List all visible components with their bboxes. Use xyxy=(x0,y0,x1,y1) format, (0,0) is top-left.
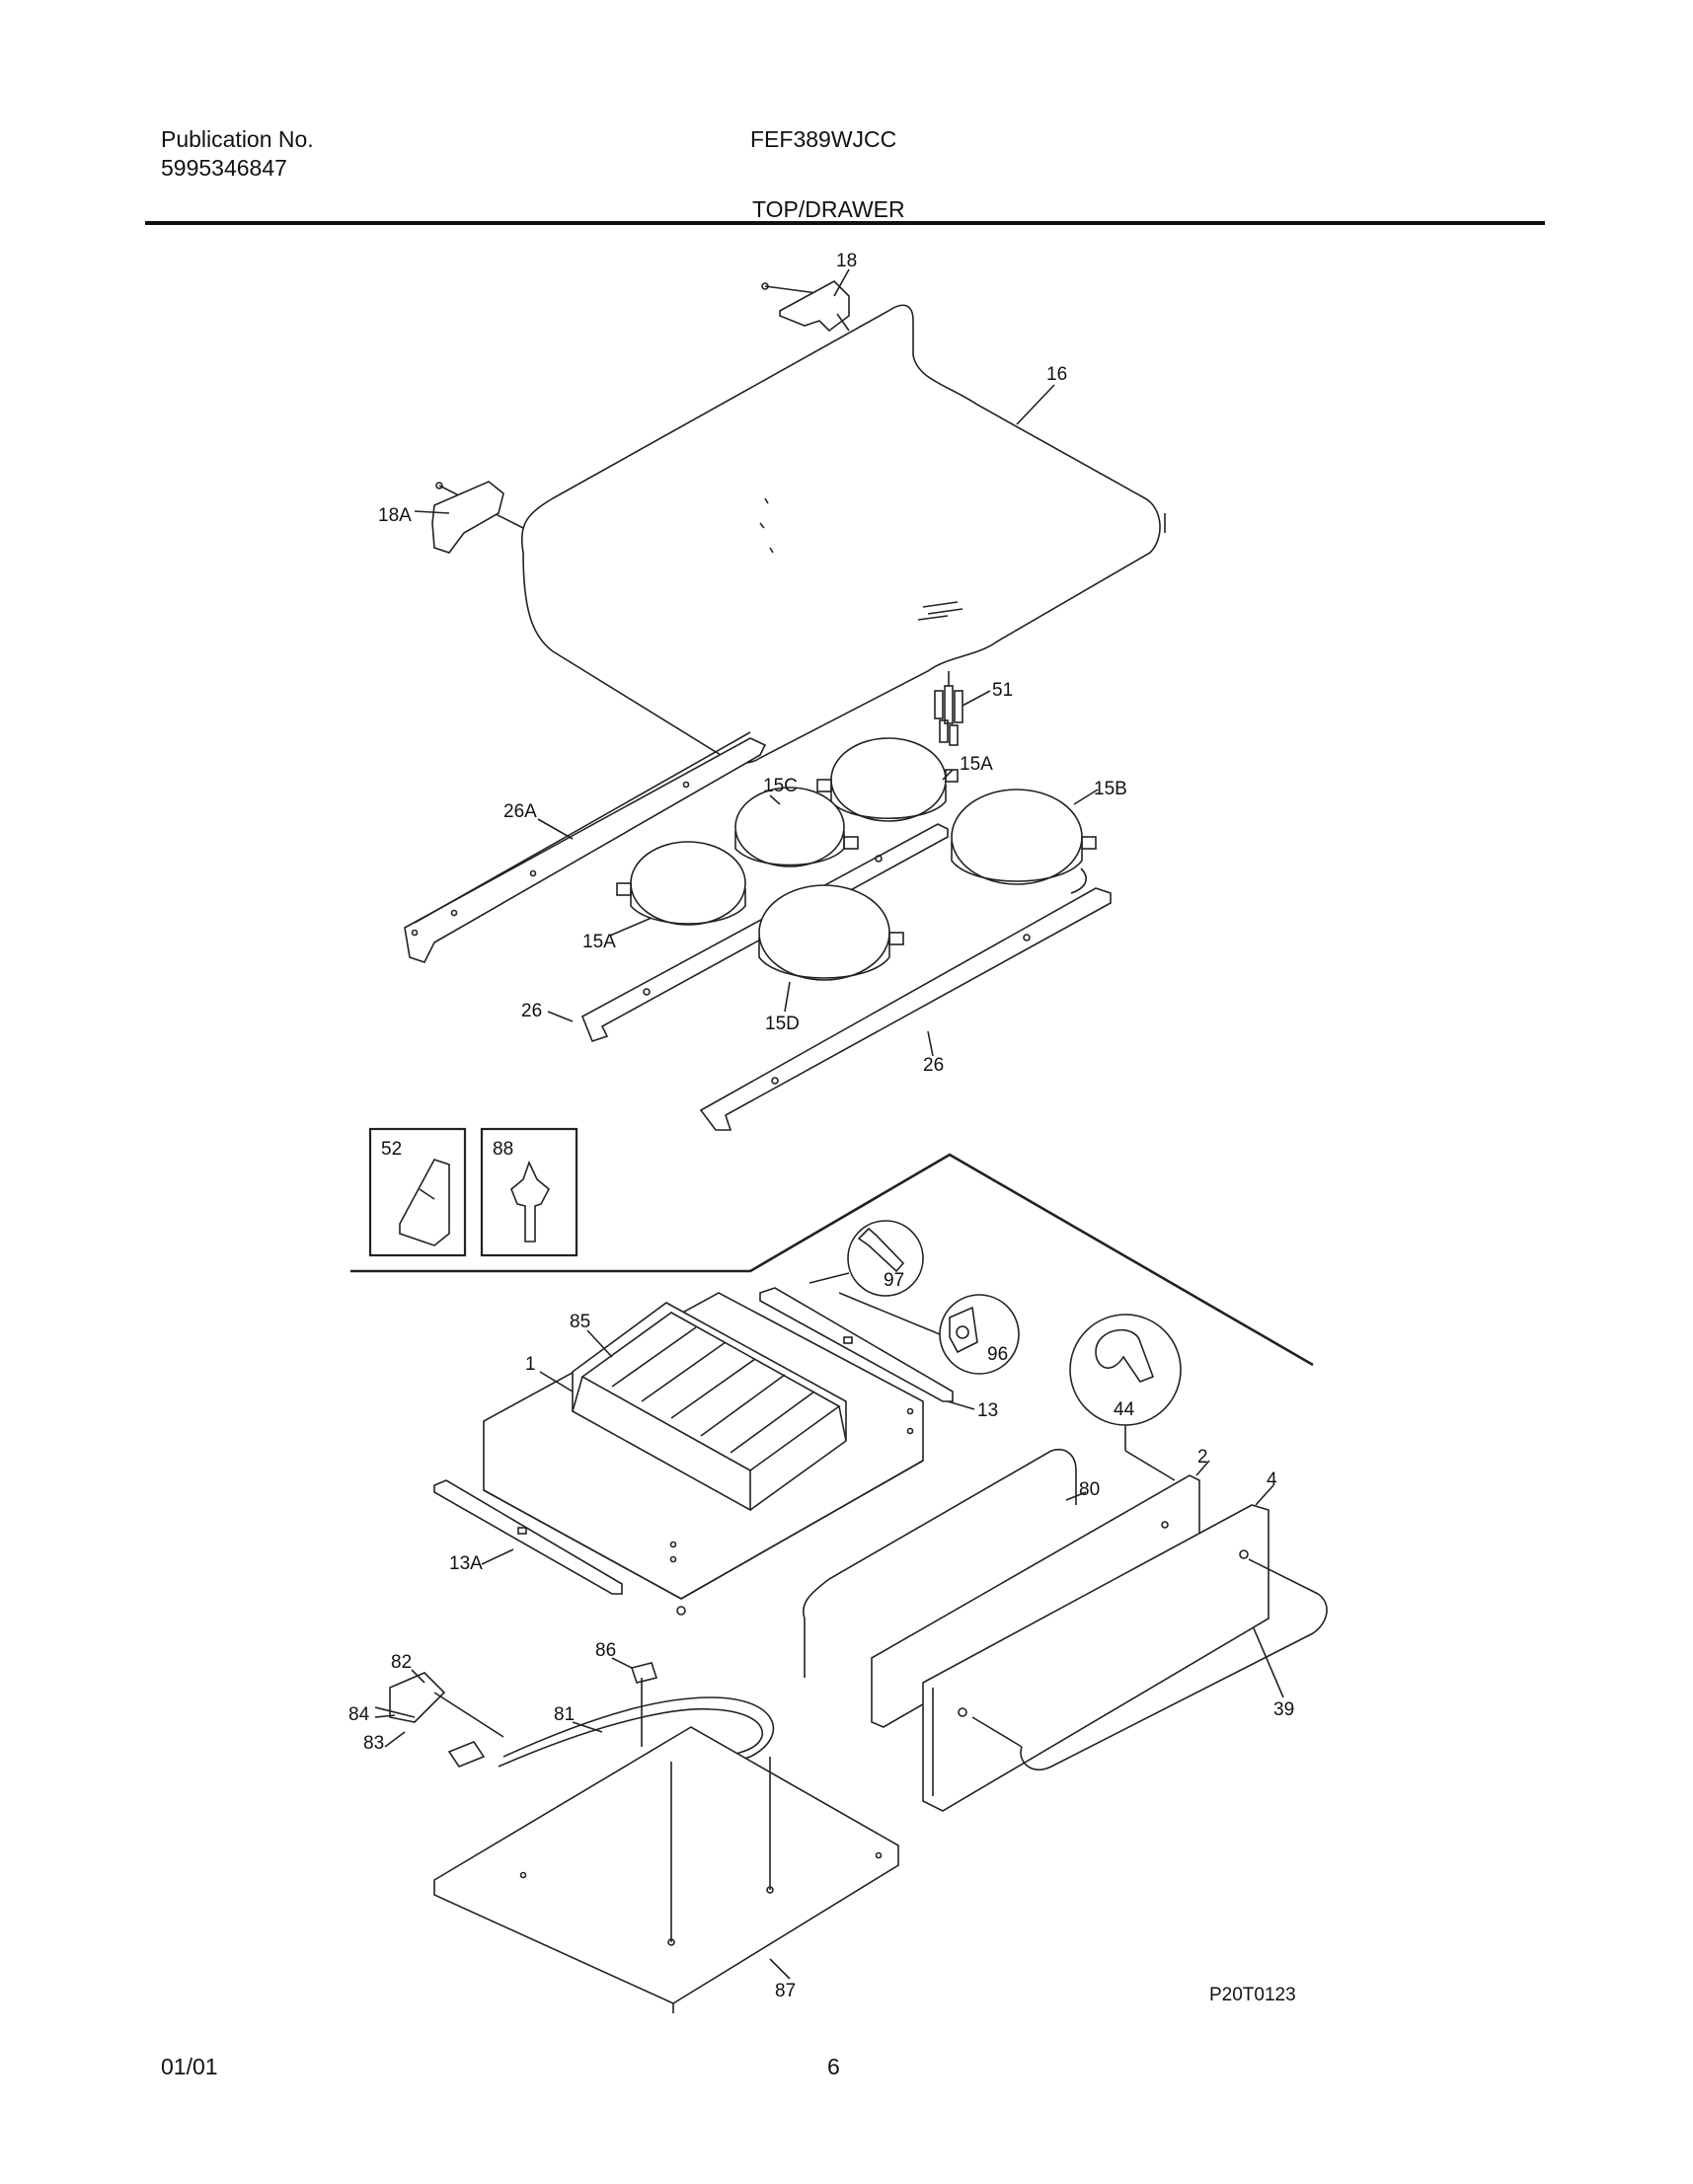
callout-1: 1 xyxy=(525,1354,536,1375)
callout-4: 4 xyxy=(1267,1469,1277,1490)
callout-18: 18 xyxy=(836,251,857,271)
callout-87: 87 xyxy=(775,1981,796,2001)
callout-13A: 13A xyxy=(449,1553,483,1574)
callout-88: 88 xyxy=(493,1139,513,1160)
callout-85: 85 xyxy=(570,1312,590,1332)
detail-44 xyxy=(1069,1314,1182,1481)
section-title: TOP/DRAWER xyxy=(752,196,905,222)
burner-15C-part xyxy=(734,787,859,867)
base-pan-87-part xyxy=(433,1726,899,2013)
slide-13A-part xyxy=(433,1479,623,1595)
detail-97 xyxy=(808,1220,924,1297)
callout-15A-left: 15A xyxy=(582,932,616,952)
callout-96: 96 xyxy=(987,1344,1008,1365)
callout-26A: 26A xyxy=(503,801,537,822)
callout-26-right: 26 xyxy=(923,1055,944,1076)
callout-labels: 18 16 18A 51 15A 15C 15B 26A 15A 26 15D … xyxy=(348,251,1296,2005)
callout-44: 44 xyxy=(1114,1399,1135,1420)
burner-15B-part xyxy=(951,789,1097,894)
callout-81: 81 xyxy=(554,1704,575,1725)
callout-15B: 15B xyxy=(1094,779,1127,799)
callout-13: 13 xyxy=(977,1400,998,1421)
callout-15C: 15C xyxy=(763,776,798,796)
drawing-id: P20T0123 xyxy=(1209,1985,1296,2005)
detail-96 xyxy=(838,1292,1020,1375)
inset-52 xyxy=(368,1127,467,1257)
callout-15D: 15D xyxy=(765,1014,800,1034)
footer-date: 01/01 xyxy=(161,2054,218,2079)
leader-lines xyxy=(374,268,1284,1980)
bracket-18-part xyxy=(761,280,850,333)
bracket-18A-part xyxy=(431,481,524,554)
footer-page-number: 6 xyxy=(827,2054,840,2079)
callout-51: 51 xyxy=(992,680,1013,701)
callout-18A: 18A xyxy=(378,505,412,526)
rail-26A-part xyxy=(404,731,767,963)
callout-26-left: 26 xyxy=(521,1001,542,1021)
clip-86-part xyxy=(630,1662,658,1747)
inset-88 xyxy=(480,1127,578,1257)
gasket-80-part xyxy=(803,1449,1077,1678)
callout-16: 16 xyxy=(1046,364,1067,385)
cooktop-glass-part xyxy=(521,304,1166,764)
callout-2: 2 xyxy=(1197,1447,1208,1468)
wire-rack-85-part xyxy=(572,1302,847,1511)
model-number: FEF389WJCC xyxy=(750,126,897,152)
burner-15A-left-part xyxy=(616,841,746,926)
callout-15A-top: 15A xyxy=(960,754,993,775)
publication-label: Publication No. xyxy=(161,126,314,152)
callout-80: 80 xyxy=(1079,1479,1100,1500)
control-82-84-part xyxy=(374,1672,504,1768)
burner-15D-part xyxy=(758,884,904,981)
callout-84: 84 xyxy=(348,1704,370,1725)
callout-83: 83 xyxy=(363,1733,384,1754)
callout-82: 82 xyxy=(391,1652,412,1673)
callout-97: 97 xyxy=(884,1270,904,1291)
slide-13-part xyxy=(759,1287,954,1402)
handle-39-part xyxy=(971,1558,1328,1771)
terminal-block-51-part xyxy=(934,671,963,746)
callout-39: 39 xyxy=(1273,1699,1294,1720)
rail-26-front-part xyxy=(699,887,1112,1131)
callout-86: 86 xyxy=(595,1640,616,1661)
publication-number: 5995346847 xyxy=(161,155,287,181)
callout-52: 52 xyxy=(381,1139,402,1160)
header-rule xyxy=(145,221,1545,225)
drawer-door-4-part xyxy=(922,1504,1270,1812)
